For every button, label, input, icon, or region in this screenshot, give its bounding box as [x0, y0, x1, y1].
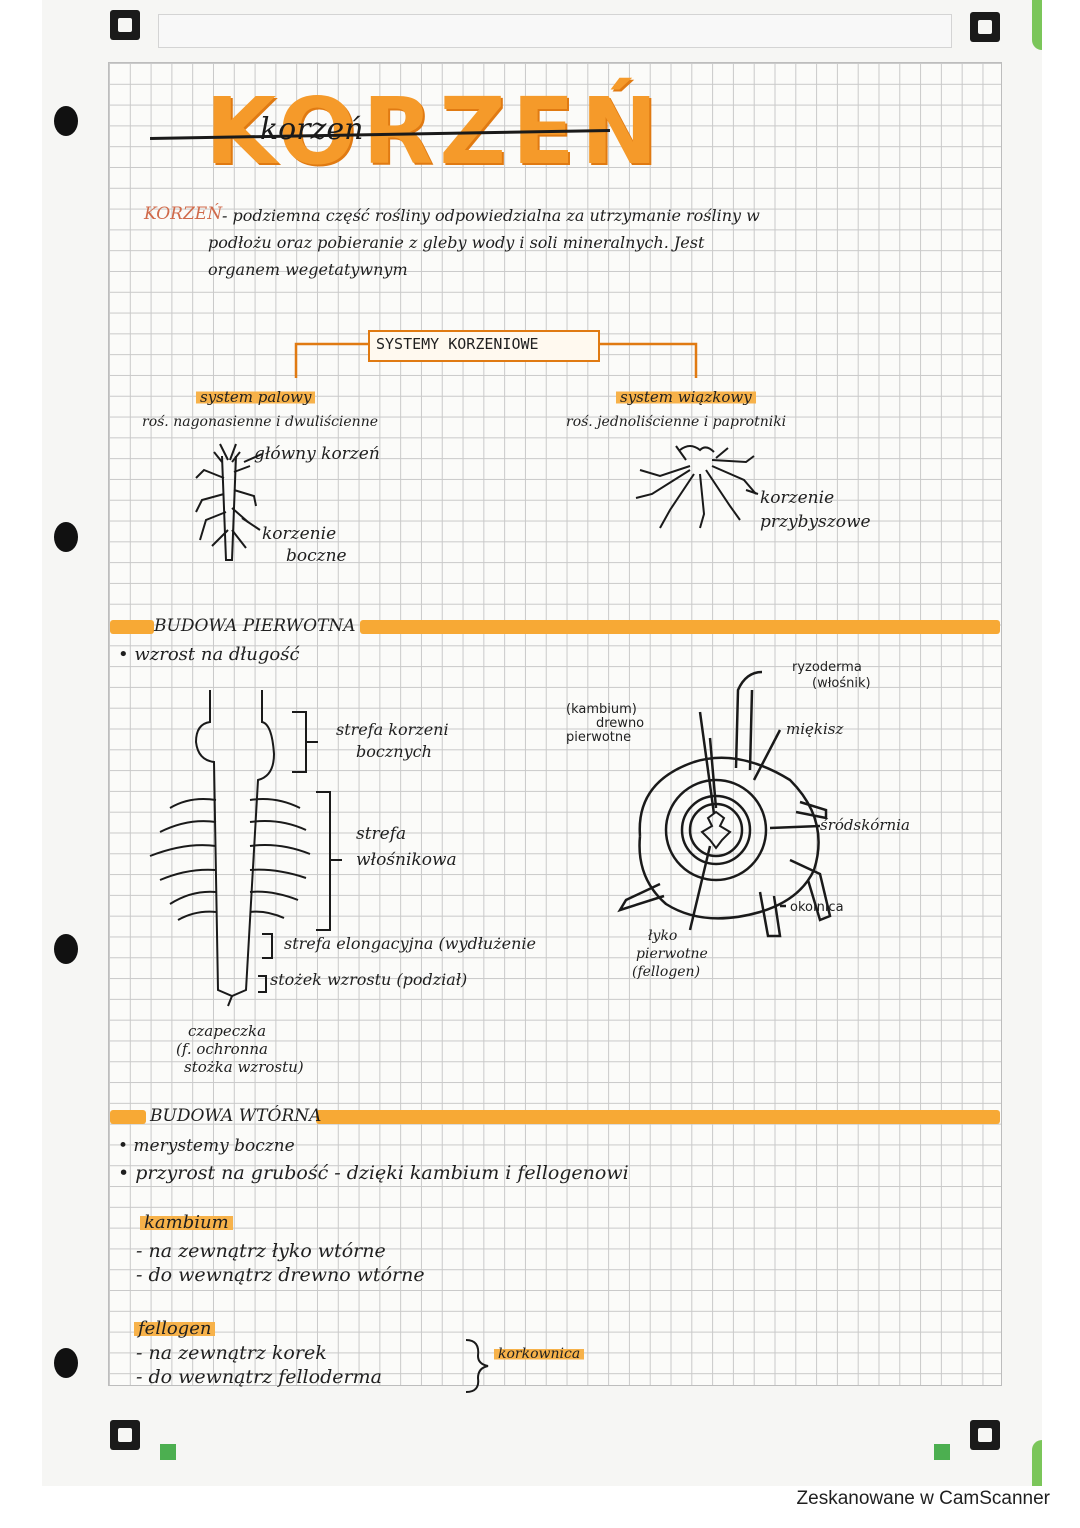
phloem-label-2: pierwotne [636, 946, 708, 962]
main-root-label: główny korzeń [254, 444, 380, 464]
phellogen-out: - na zewnątrz korek [136, 1342, 327, 1364]
zone-elongation-label: strefa elongacyjna (wydłużenie [284, 934, 536, 953]
edge-accent-bottom [1032, 1440, 1042, 1486]
zone-hair-label-2: włośnikowa [356, 850, 457, 870]
tap-system-label: system palowy [196, 388, 316, 406]
punch-hole-icon [54, 934, 78, 964]
primary-bullet: • wzrost na długość [118, 644, 300, 665]
systems-header: SYSTEMY KORZENIOWE [376, 335, 539, 353]
punch-hole-icon [54, 1348, 78, 1378]
cambium-cross-label: (kambium) [566, 702, 637, 717]
phloem-label: łyko [648, 928, 678, 944]
section-band-left [110, 620, 154, 634]
punch-hole-icon [54, 522, 78, 552]
section-band-right-2 [316, 1110, 1000, 1124]
cambium-label: kambium [140, 1212, 233, 1233]
zone-lateral-label: strefa korzeni [336, 720, 449, 739]
corner-marker-icon [110, 10, 140, 40]
zone-tip-label: stożek wzrostu (podział) [270, 970, 468, 989]
scanner-watermark: Zeskanowane w CamScanner [796, 1488, 1050, 1509]
tap-system-plants: roś. nagonasienne i dwuliścienne [142, 414, 378, 430]
corner-marker-icon [970, 12, 1000, 42]
edge-accent-top [1032, 0, 1042, 50]
secondary-header: BUDOWA WTÓRNA [150, 1106, 322, 1126]
fibrous-system-label: system wiązkowy [616, 388, 756, 406]
adventitious-roots-label-2: przybyszowe [760, 512, 871, 532]
xylem-label: drewno [596, 716, 645, 731]
rhizoderm-label: ryzoderma [792, 660, 862, 675]
root-cap-label-3: stożka wzrostu) [184, 1058, 304, 1076]
secondary-bullet-2: • przyrost na grubość - dzięki kambium i… [118, 1162, 629, 1184]
scan-top-strip [158, 14, 952, 48]
definition-line-1: - podziemna część rośliny odpowiedzialna… [222, 206, 760, 225]
grid-paper [108, 62, 1002, 1386]
definition-term: KORZEŃ [144, 204, 223, 224]
cambium-in: - do wewnątrz drewno wtórne [136, 1264, 425, 1286]
secondary-bullet-1: • merystemy boczne [118, 1136, 295, 1156]
cork-cambium-group: korkownica [494, 1346, 585, 1362]
phellogen-label: fellogen [134, 1318, 216, 1339]
endoderm-label: śródskórnia [820, 816, 910, 834]
xylem-label-2: pierwotne [566, 730, 632, 745]
rhizoderm-label-2: (włośnik) [812, 676, 871, 691]
corner-marker-icon [110, 1420, 140, 1450]
phellogen-in: - do wewnątrz felloderma [136, 1366, 382, 1388]
zone-lateral-label-2: bocznych [356, 742, 432, 761]
title-script: korzeń [260, 112, 364, 147]
cambium-out: - na zewnątrz łyko wtórne [136, 1240, 386, 1262]
definition-line-2: podłożu oraz pobieranie z gleby wody i s… [208, 233, 705, 252]
punch-hole-icon [54, 106, 78, 136]
cortex-label: miękisz [786, 720, 844, 738]
fibrous-system-plants: roś. jednoliścienne i paprotniki [566, 414, 787, 430]
pericycle-label: okolnica [790, 900, 844, 915]
green-marker-icon [160, 1444, 176, 1460]
primary-header: BUDOWA PIERWOTNA [154, 616, 356, 636]
definition-line-3: organem wegetatywnym [208, 260, 408, 279]
section-band-left-2 [110, 1110, 146, 1124]
green-marker-icon [934, 1444, 950, 1460]
root-cap-label: czapeczka [188, 1022, 267, 1040]
corner-marker-icon [970, 1420, 1000, 1450]
adventitious-roots-label: korzenie [760, 488, 835, 508]
section-band-right [360, 620, 1000, 634]
root-cap-label-2: (f. ochronna [176, 1040, 268, 1058]
phellogen-cross-label: (fellogen) [632, 964, 701, 980]
side-roots-label-2: boczne [286, 546, 347, 566]
zone-hair-label: strefa [356, 824, 407, 844]
side-roots-label: korzenie [262, 524, 337, 544]
systems-header-box [368, 330, 600, 362]
